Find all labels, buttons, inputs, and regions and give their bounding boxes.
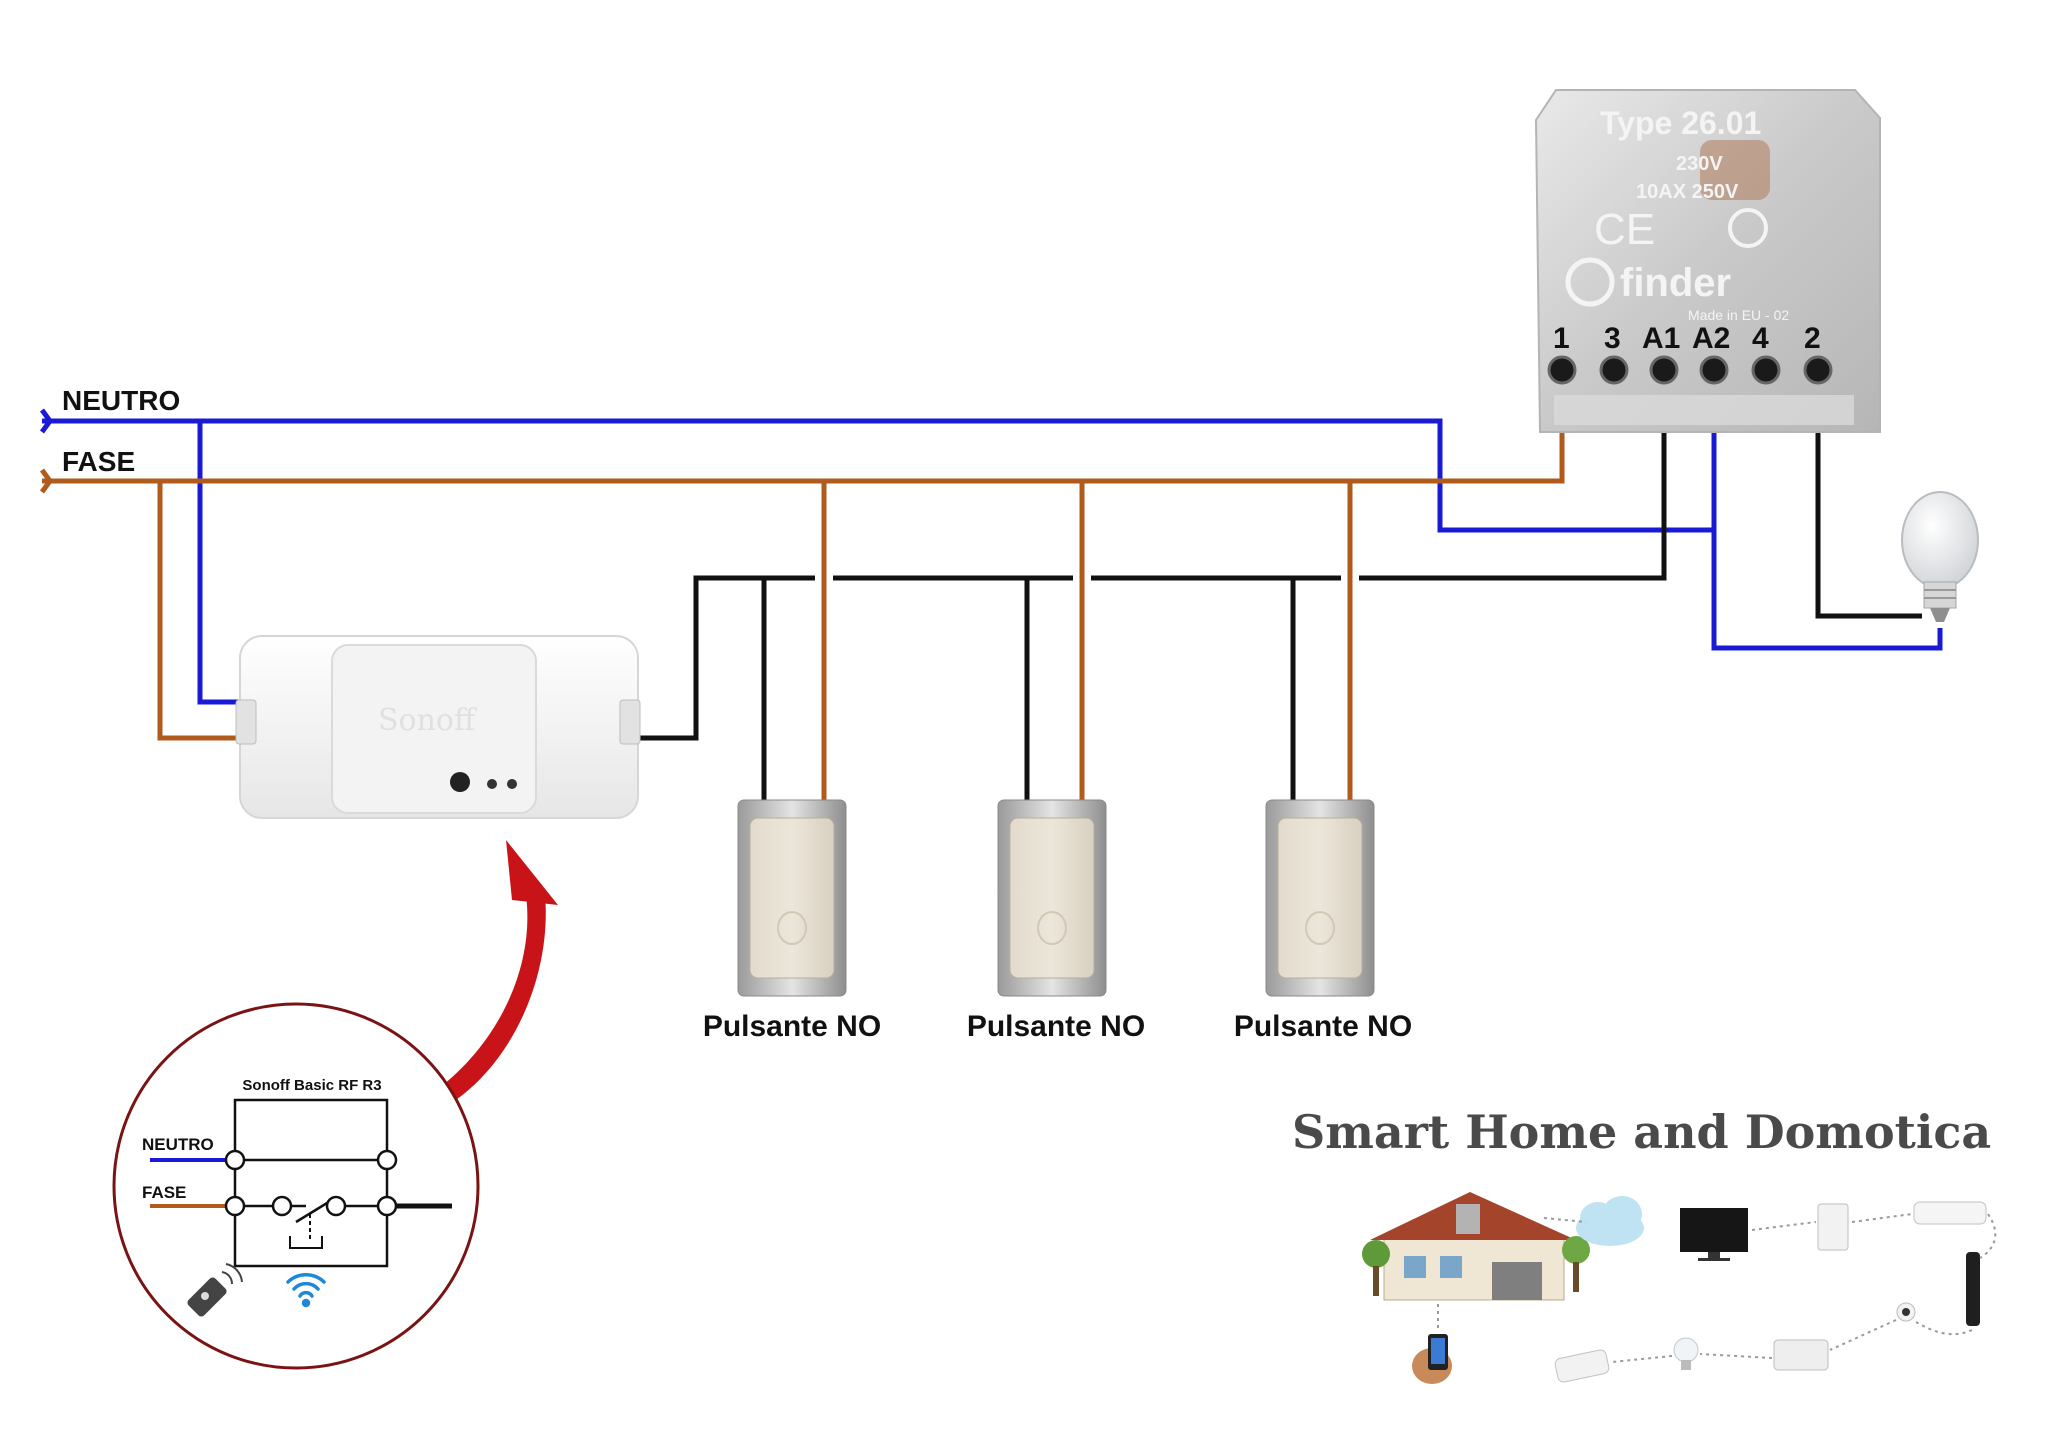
smart-speaker-icon — [1966, 1252, 1980, 1326]
relay-coil-rating: 230V — [1676, 153, 1723, 175]
smart-home-illustration — [1362, 1192, 1997, 1384]
button-label-2: Pulsante NO — [967, 1010, 1145, 1043]
wifi-icon — [286, 1273, 326, 1308]
terminal-screw-1 — [1547, 355, 1577, 385]
relay-brand: finder — [1620, 261, 1731, 305]
thermostat-icon — [1817, 1203, 1849, 1251]
lamp-live-wire — [1815, 374, 1922, 619]
inset-phase-label: FASE — [142, 1183, 186, 1202]
sonoff-module: Sonoff — [235, 635, 641, 819]
cloud-icon — [1576, 1196, 1644, 1246]
sonoff-led-1 — [487, 779, 497, 789]
control-wire-d — [1359, 374, 1667, 581]
relay-made-in: Made in EU - 02 — [1688, 307, 1789, 323]
air-conditioner-icon — [1913, 1201, 1987, 1225]
phase-arrow — [39, 468, 54, 494]
inset-neutral-label: NEUTRO — [142, 1135, 214, 1154]
finder-logo-icon — [1565, 257, 1615, 307]
phase-label: FASE — [62, 446, 135, 477]
callout-arrow — [430, 840, 558, 1110]
neutral-wire — [42, 418, 1660, 533]
inset-title: Sonoff Basic RF R3 — [242, 1077, 381, 1094]
relay-contact-rating: 10AX 250V — [1636, 181, 1739, 203]
sonoff-led-2 — [507, 779, 517, 789]
relay-cert-icon — [1728, 208, 1768, 248]
terminal-label-3: 3 — [1604, 322, 1621, 355]
rf-remote-icon — [187, 1263, 243, 1317]
terminal-label-4: 4 — [1752, 322, 1769, 355]
tv-icon — [1680, 1208, 1748, 1261]
house-icon — [1362, 1192, 1590, 1301]
neutral-arrow — [39, 408, 54, 434]
terminal-screw-3 — [1599, 355, 1629, 385]
terminal-screw-2 — [1803, 355, 1833, 385]
inset-schematic: Sonoff Basic RF R3 NEUTRO FASE — [112, 1002, 480, 1370]
neutral-sonoff-drop — [197, 421, 245, 705]
button-label-1: Pulsante NO — [703, 1010, 881, 1043]
push-button-2[interactable] — [997, 799, 1107, 997]
connection-lines — [1437, 1213, 1997, 1363]
footer-title: Smart Home and Domotica — [1292, 1105, 1991, 1159]
relay: Type 26.01 230V 10AX 250V CE finder Made… — [1534, 89, 1881, 433]
lamp-icon — [1901, 491, 1979, 622]
terminal-label-a2: A2 — [1692, 322, 1730, 355]
phone-icon — [1412, 1334, 1452, 1384]
relay-type: Type 26.01 — [1600, 105, 1761, 141]
phase-wire — [42, 375, 1565, 484]
terminal-screw-4 — [1751, 355, 1781, 385]
camera-icon — [1896, 1302, 1916, 1322]
terminal-label-1: 1 — [1553, 322, 1570, 355]
button-label-3: Pulsante NO — [1234, 1010, 1412, 1043]
wires — [39, 374, 1943, 805]
control-wire-a — [636, 575, 815, 741]
terminal-label-2: 2 — [1804, 322, 1821, 355]
ce-mark: CE — [1594, 205, 1655, 254]
phase-sonoff-drop — [157, 481, 245, 741]
router-icon — [1773, 1339, 1829, 1371]
smart-plug-icon — [1554, 1349, 1610, 1383]
wire-bridges — [821, 570, 1353, 586]
terminal-screw-a2 — [1699, 355, 1729, 385]
relay-terminals — [1547, 355, 1833, 385]
sonoff-button[interactable] — [450, 772, 470, 792]
push-button-1[interactable] — [737, 799, 847, 997]
neutral-label: NEUTRO — [62, 385, 180, 416]
smart-bulb-icon — [1673, 1337, 1699, 1370]
sonoff-logo: Sonoff — [378, 703, 478, 738]
push-button-3[interactable] — [1265, 799, 1375, 997]
neutral-lamp-wire — [1711, 530, 1943, 651]
terminal-label-a1: A1 — [1642, 322, 1680, 355]
terminal-screw-a1 — [1649, 355, 1679, 385]
